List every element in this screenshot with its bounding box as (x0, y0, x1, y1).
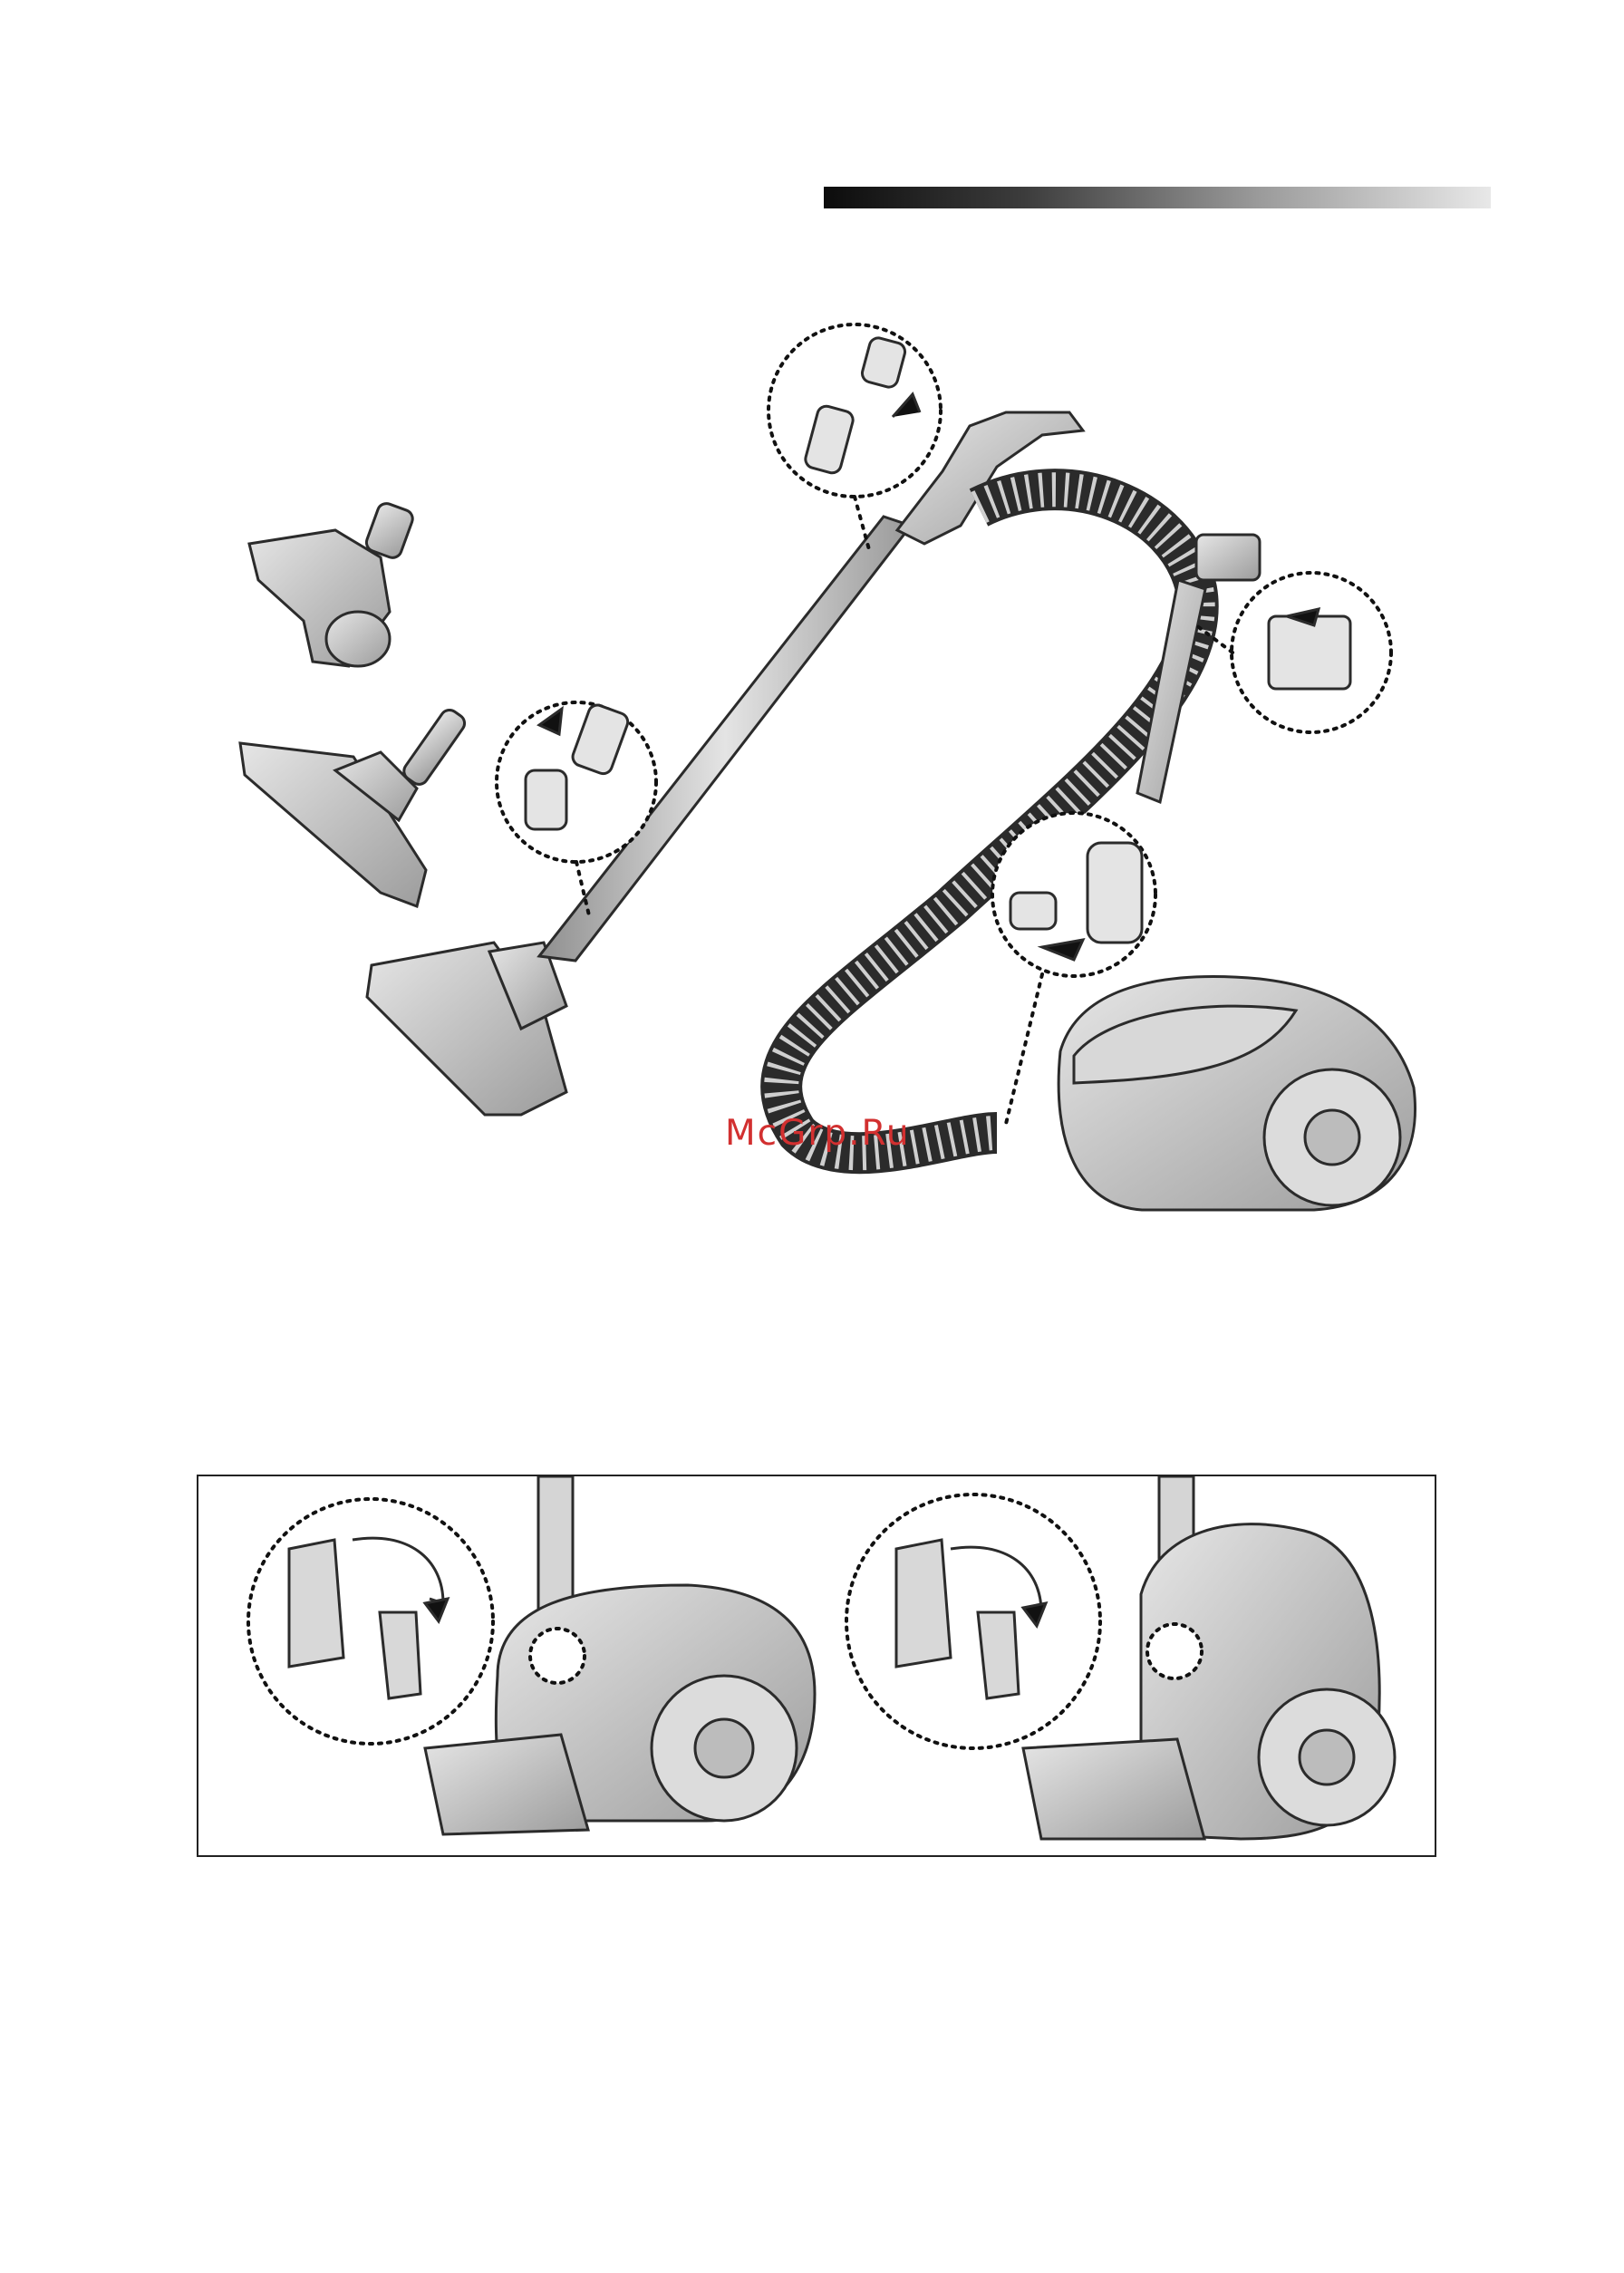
assembly-illustration (0, 0, 1624, 1450)
zoom-circle (497, 702, 656, 862)
storage-illustration-box (197, 1475, 1436, 1857)
zoom-circle (846, 1494, 1100, 1748)
storage-illustration (198, 1476, 1435, 1855)
turbo-brush (249, 501, 415, 666)
main-floor-brush (367, 943, 566, 1115)
zoom-circle (248, 1499, 493, 1744)
vacuum-body (1058, 977, 1415, 1210)
floor-brush (240, 707, 468, 906)
watermark: McGrp.Ru (725, 1113, 911, 1154)
